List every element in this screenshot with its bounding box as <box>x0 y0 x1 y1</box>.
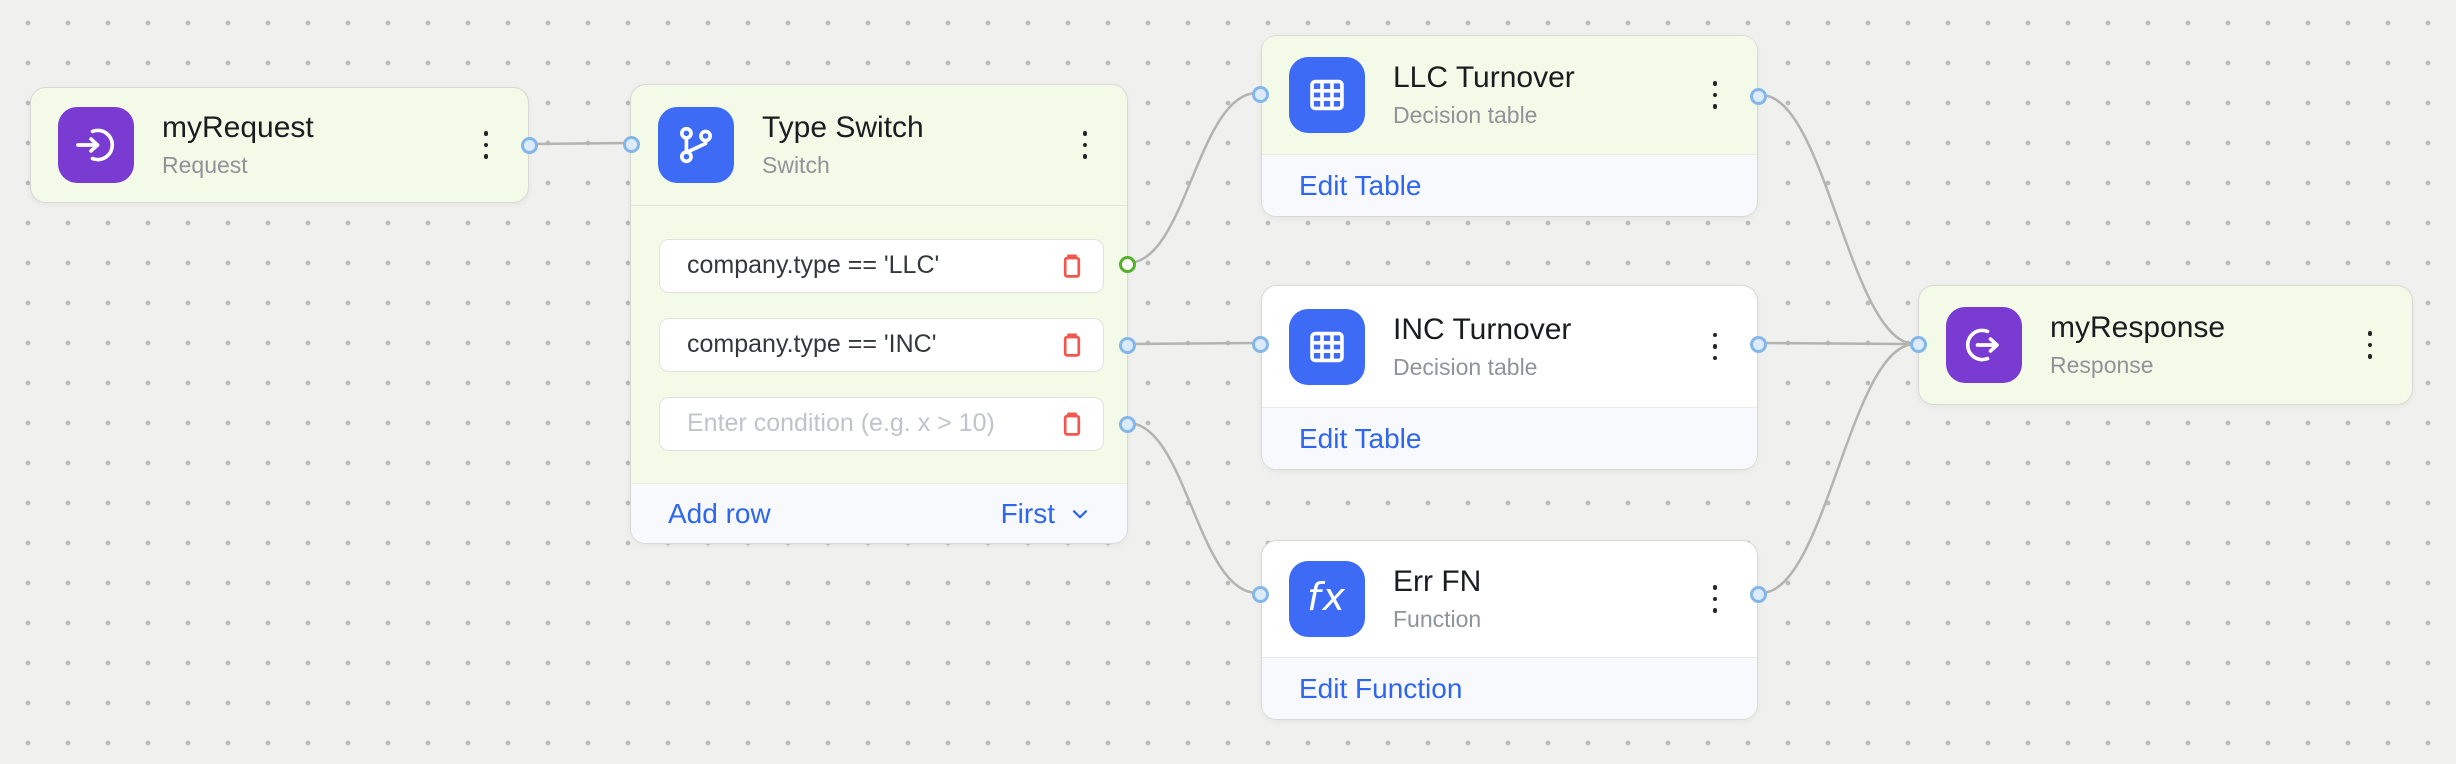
trash-icon <box>1063 332 1081 357</box>
output-port[interactable] <box>1750 88 1767 105</box>
node-subtitle: Response <box>2050 352 2154 378</box>
kebab-menu-icon[interactable] <box>1707 325 1724 369</box>
input-port[interactable] <box>622 135 640 153</box>
decision-table-icon <box>1289 308 1365 385</box>
node-title: INC Turnover <box>1393 312 1572 346</box>
edge-switch-to-llc <box>1127 91 1258 265</box>
node-inc-turnover[interactable]: INC Turnover Decision table Edit Table <box>1252 285 1767 470</box>
switch-footer: Add row First <box>631 483 1127 543</box>
edit-table-button[interactable]: Edit Table <box>1299 422 1422 454</box>
kebab-menu-icon[interactable] <box>478 123 495 167</box>
node-header: myResponse Response <box>1919 286 2412 404</box>
trash-icon <box>1063 253 1081 278</box>
delete-row-button[interactable] <box>1055 249 1089 283</box>
condition-row <box>659 238 1104 293</box>
switch-condition-list <box>631 206 1127 484</box>
decision-table-icon <box>1289 57 1365 133</box>
node-header: fx Err FN Function <box>1262 541 1757 657</box>
kebab-menu-icon[interactable] <box>1707 73 1724 117</box>
edge-llc-to-response <box>1760 93 1916 346</box>
node-title: Type Switch <box>762 110 924 144</box>
node-subtitle: Decision table <box>1393 353 1538 380</box>
output-port-row-2[interactable] <box>1118 336 1136 354</box>
hit-policy-select[interactable]: First <box>1001 498 1093 530</box>
node-llc-turnover[interactable]: LLC Turnover Decision table Edit Table <box>1252 35 1767 217</box>
kebab-menu-icon[interactable] <box>1077 123 1094 167</box>
request-login-arrow-icon <box>58 107 134 183</box>
trash-icon <box>1063 411 1081 436</box>
node-footer: Edit Table <box>1262 154 1757 216</box>
delete-row-button[interactable] <box>1055 328 1089 362</box>
response-logout-arrow-icon <box>1946 307 2022 383</box>
kebab-menu-icon[interactable] <box>1707 577 1724 621</box>
node-title: LLC Turnover <box>1393 61 1575 94</box>
node-title: myRequest <box>162 111 314 144</box>
chevron-down-icon <box>1072 509 1088 518</box>
edge-request-to-switch <box>530 141 631 146</box>
edge-inc-to-response <box>1760 341 1916 346</box>
node-title: myResponse <box>2050 311 2226 344</box>
edge-switch-to-inc <box>1127 341 1258 346</box>
output-port[interactable] <box>521 136 538 154</box>
input-port[interactable] <box>1252 336 1269 353</box>
node-err-fn[interactable]: fx Err FN Function Edit Function <box>1252 540 1767 720</box>
input-port[interactable] <box>1252 86 1269 103</box>
fx-glyph: fx <box>1307 575 1347 619</box>
edge-errfn-to-response <box>1760 342 1916 595</box>
node-header: LLC Turnover Decision table <box>1262 36 1757 154</box>
node-myresponse[interactable]: myResponse Response <box>1910 285 2413 405</box>
node-subtitle: Request <box>162 152 248 178</box>
condition-input[interactable] <box>685 329 1045 360</box>
edit-table-button[interactable]: Edit Table <box>1299 169 1422 201</box>
add-row-button[interactable]: Add row <box>668 497 771 529</box>
function-fx-icon: fx <box>1289 561 1365 637</box>
node-footer: Edit Table <box>1262 407 1757 469</box>
condition-input[interactable] <box>685 250 1045 281</box>
delete-row-button[interactable] <box>1055 407 1089 441</box>
branch-switch-icon <box>658 106 734 183</box>
node-type-switch[interactable]: Type Switch Switch <box>622 84 1136 544</box>
node-header: INC Turnover Decision table <box>1262 286 1757 407</box>
node-footer: Edit Function <box>1262 657 1757 719</box>
node-myrequest[interactable]: myRequest Request <box>30 87 538 203</box>
edge-switch-to-errfn <box>1127 421 1258 595</box>
node-title: Err FN <box>1393 565 1482 598</box>
node-subtitle: Function <box>1393 606 1482 632</box>
node-header: myRequest Request <box>31 88 528 202</box>
output-port-row-3[interactable] <box>1118 415 1136 433</box>
input-port[interactable] <box>1252 586 1269 603</box>
output-port[interactable] <box>1750 586 1767 603</box>
output-port-row-1[interactable] <box>1118 255 1136 273</box>
node-subtitle: Switch <box>762 151 830 178</box>
condition-row <box>659 317 1104 372</box>
condition-input-empty[interactable] <box>685 408 1045 439</box>
node-header: Type Switch Switch <box>631 85 1127 206</box>
hit-policy-value: First <box>1000 497 1055 529</box>
kebab-menu-icon[interactable] <box>2362 323 2379 367</box>
edit-function-button[interactable]: Edit Function <box>1299 672 1463 704</box>
output-port[interactable] <box>1750 336 1767 353</box>
node-subtitle: Decision table <box>1393 102 1538 128</box>
condition-row <box>659 396 1104 451</box>
input-port[interactable] <box>1910 335 1927 353</box>
